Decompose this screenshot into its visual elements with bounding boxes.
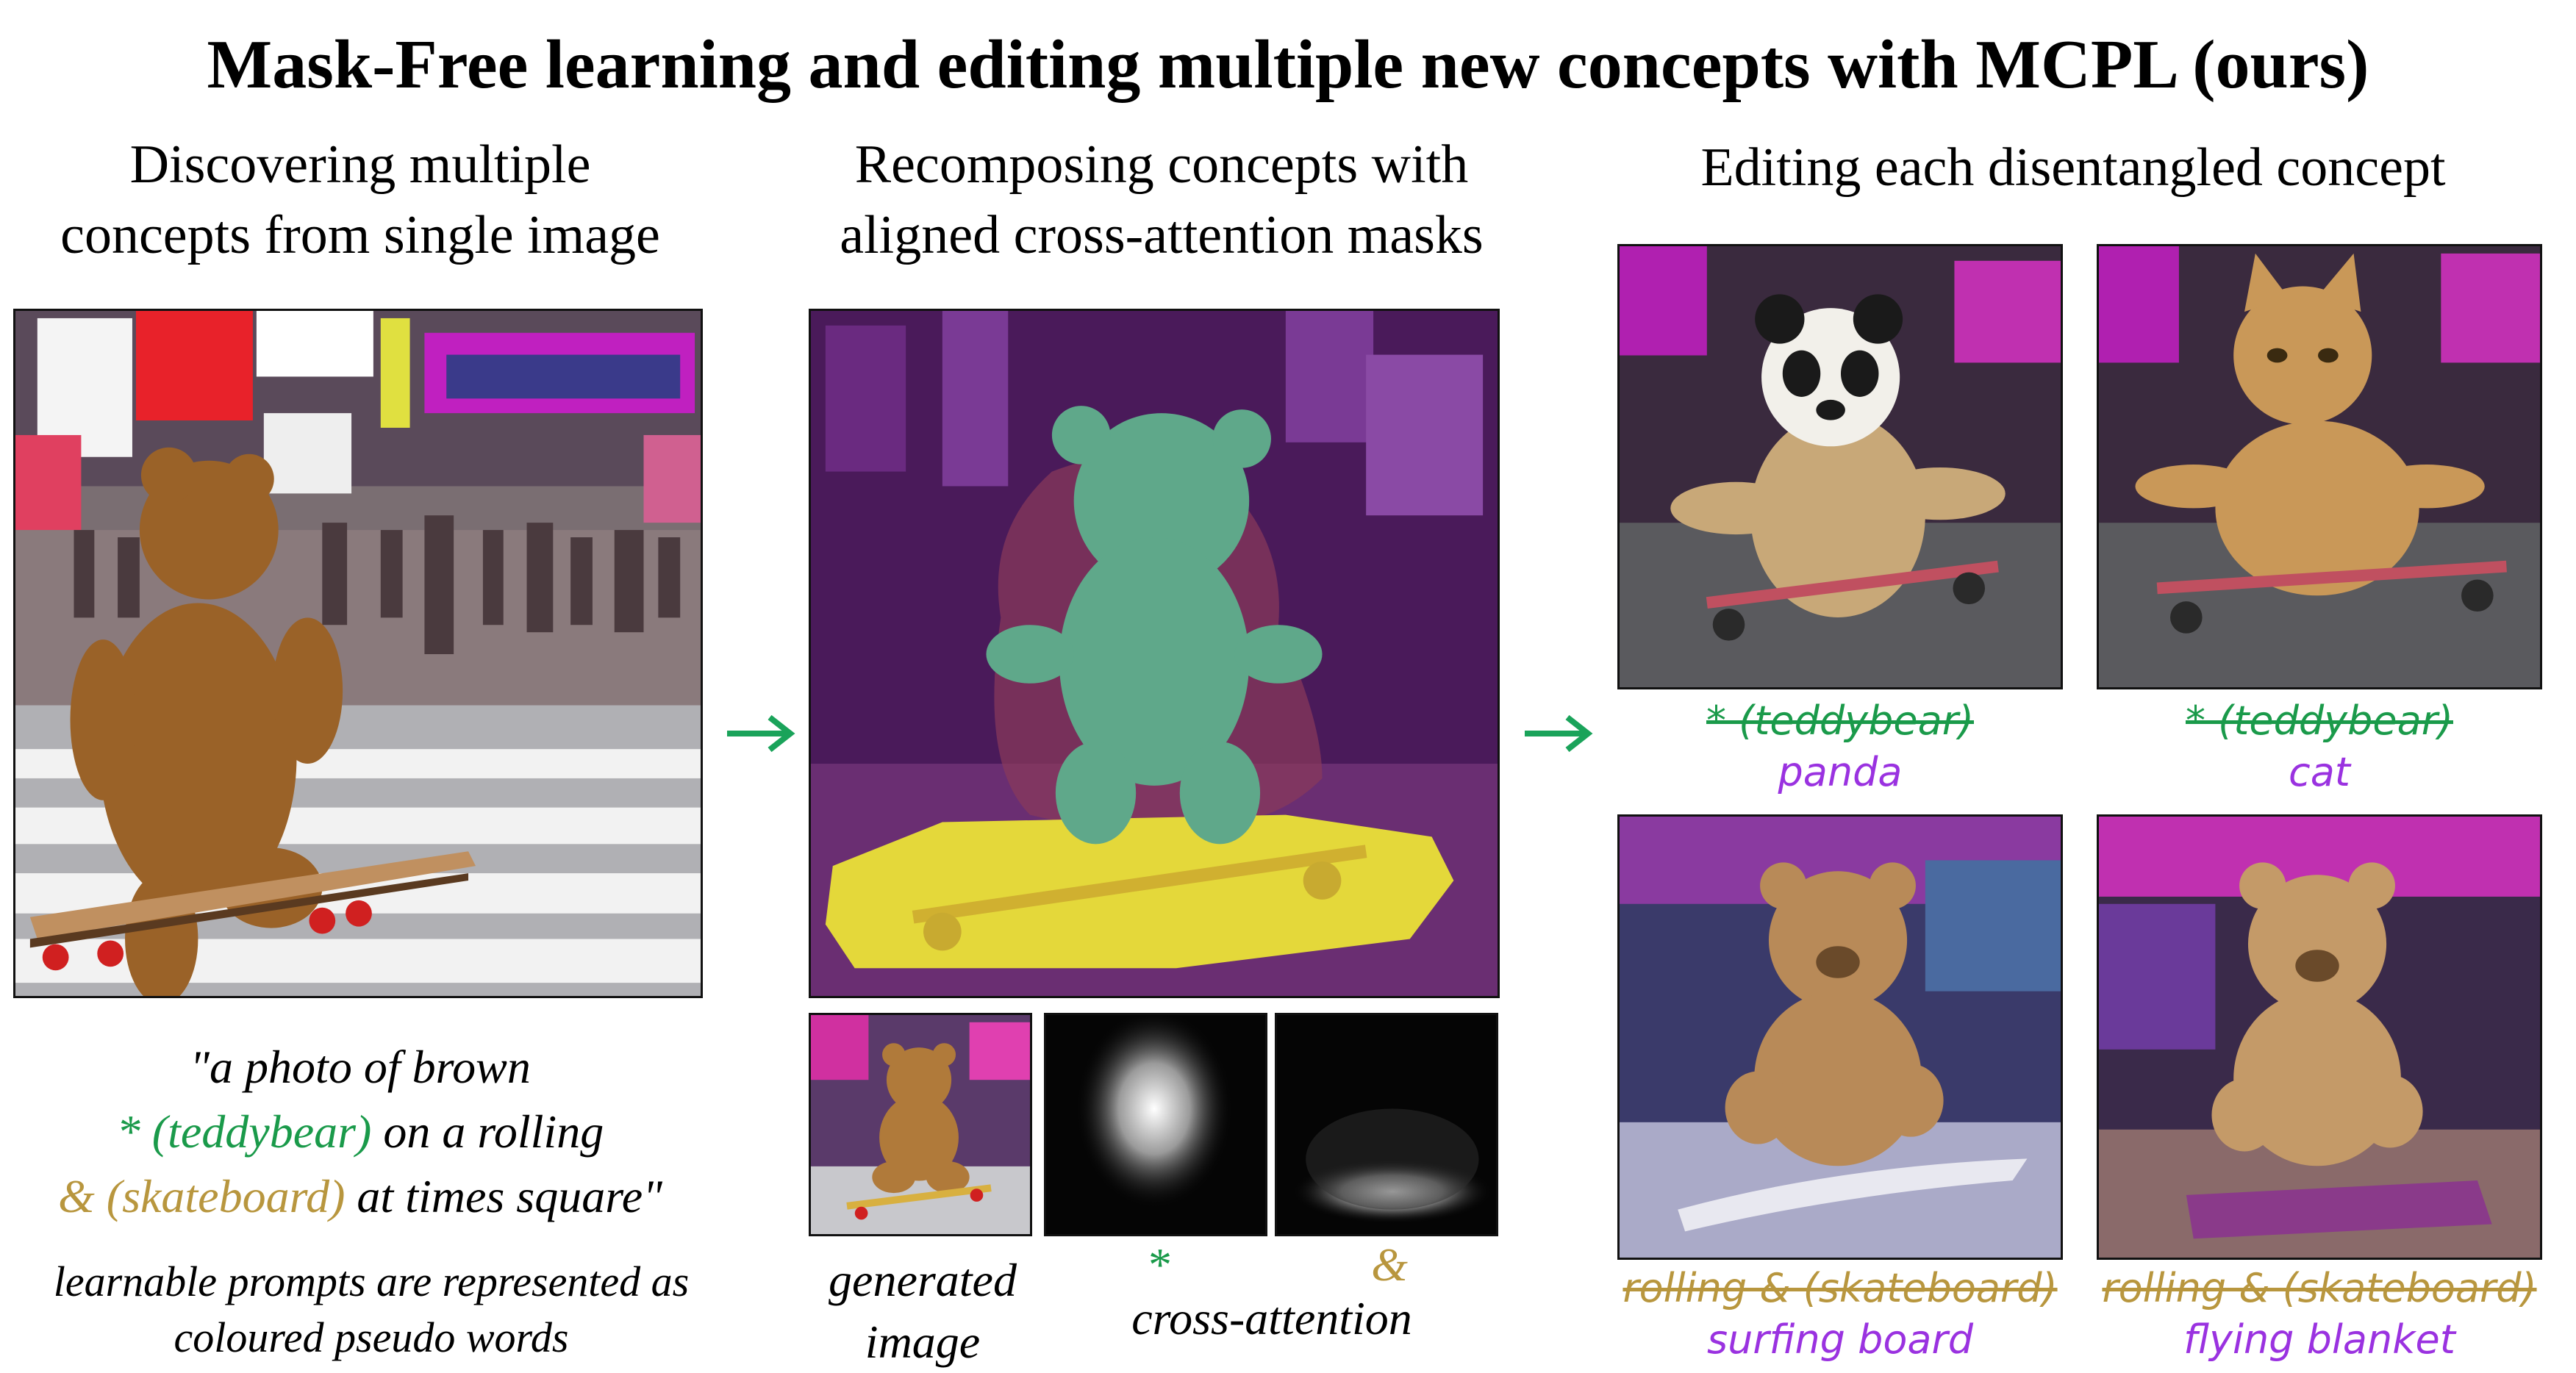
prompt-line2-rest: on a rolling: [371, 1105, 604, 1158]
generated-image-caption: generated image: [801, 1250, 1044, 1373]
edit-original-panda: * (teddybear): [1706, 698, 1974, 744]
attention-map-skateboard: [1275, 1013, 1498, 1236]
skateboard-token: & (skateboard): [57, 1170, 346, 1222]
teddybear-token: * (teddybear): [116, 1105, 372, 1158]
arrow-right-icon: [1525, 714, 1593, 753]
recomposed-mask-image: [809, 309, 1500, 998]
prompt-line1: "a photo of brown: [190, 1041, 531, 1093]
edit-caption-panda: * (teddybear) panda: [1603, 695, 2078, 798]
edit-image-panda: [1617, 244, 2063, 689]
edit-original-flying-blanket: rolling & (skateboard): [2102, 1265, 2537, 1311]
edit-replacement-panda: panda: [1778, 749, 1903, 795]
generated-image-thumb: [809, 1013, 1032, 1236]
prompt-note-line2: coloured pseudo words: [173, 1313, 569, 1361]
edit-caption-cat: * (teddybear) cat: [2082, 695, 2557, 798]
attention-map-teddybear: [1044, 1013, 1267, 1236]
edit-replacement-cat: cat: [2289, 749, 2350, 795]
prompt-text: "a photo of brown * (teddybear) on a rol…: [0, 1035, 720, 1229]
prompt-note: learnable prompts are represented as col…: [0, 1254, 743, 1366]
source-photo: [13, 309, 703, 998]
heading-discover-line2: concepts from single image: [60, 205, 660, 265]
edit-image-flying-blanket: [2097, 814, 2542, 1260]
prompt-line3-rest: at times square": [345, 1170, 663, 1222]
heading-discover-line1: Discovering multiple: [129, 135, 591, 195]
heading-recompose: Recomposing concepts with aligned cross-…: [779, 129, 1544, 270]
heading-recompose-line2: aligned cross-attention masks: [840, 205, 1484, 265]
edit-image-cat: [2097, 244, 2542, 689]
edit-caption-flying-blanket: rolling & (skateboard) flying blanket: [2082, 1263, 2557, 1366]
edit-caption-surfing-board: rolling & (skateboard) surfing board: [1603, 1263, 2078, 1366]
heading-edit: Editing each disentangled concept: [1700, 137, 2446, 198]
edit-original-cat: * (teddybear): [2186, 698, 2453, 744]
edit-replacement-flying-blanket: flying blanket: [2183, 1316, 2455, 1363]
amp-symbol: &: [1371, 1238, 1408, 1291]
heading-discover: Discovering multiple concepts from singl…: [0, 129, 720, 270]
edit-image-surfing-board: [1617, 814, 2063, 1260]
prompt-note-line1: learnable prompts are represented as: [53, 1258, 690, 1305]
edit-original-surfing-board: rolling & (skateboard): [1622, 1265, 2058, 1311]
edit-replacement-surfing-board: surfing board: [1707, 1316, 1973, 1363]
generated-caption-line1: generated: [829, 1254, 1017, 1306]
star-symbol: *: [1146, 1238, 1170, 1291]
cross-attention-caption: cross-attention: [1131, 1292, 1412, 1344]
figure-title: Mask-Free learning and editing multiple …: [207, 26, 2369, 103]
generated-caption-line2: image: [865, 1316, 981, 1368]
prompt-line3: & (skateboard) at times square": [0, 1164, 720, 1229]
prompt-line2: * (teddybear) on a rolling: [0, 1100, 720, 1164]
arrow-right-icon: [727, 714, 795, 753]
heading-recompose-line1: Recomposing concepts with: [854, 135, 1469, 195]
